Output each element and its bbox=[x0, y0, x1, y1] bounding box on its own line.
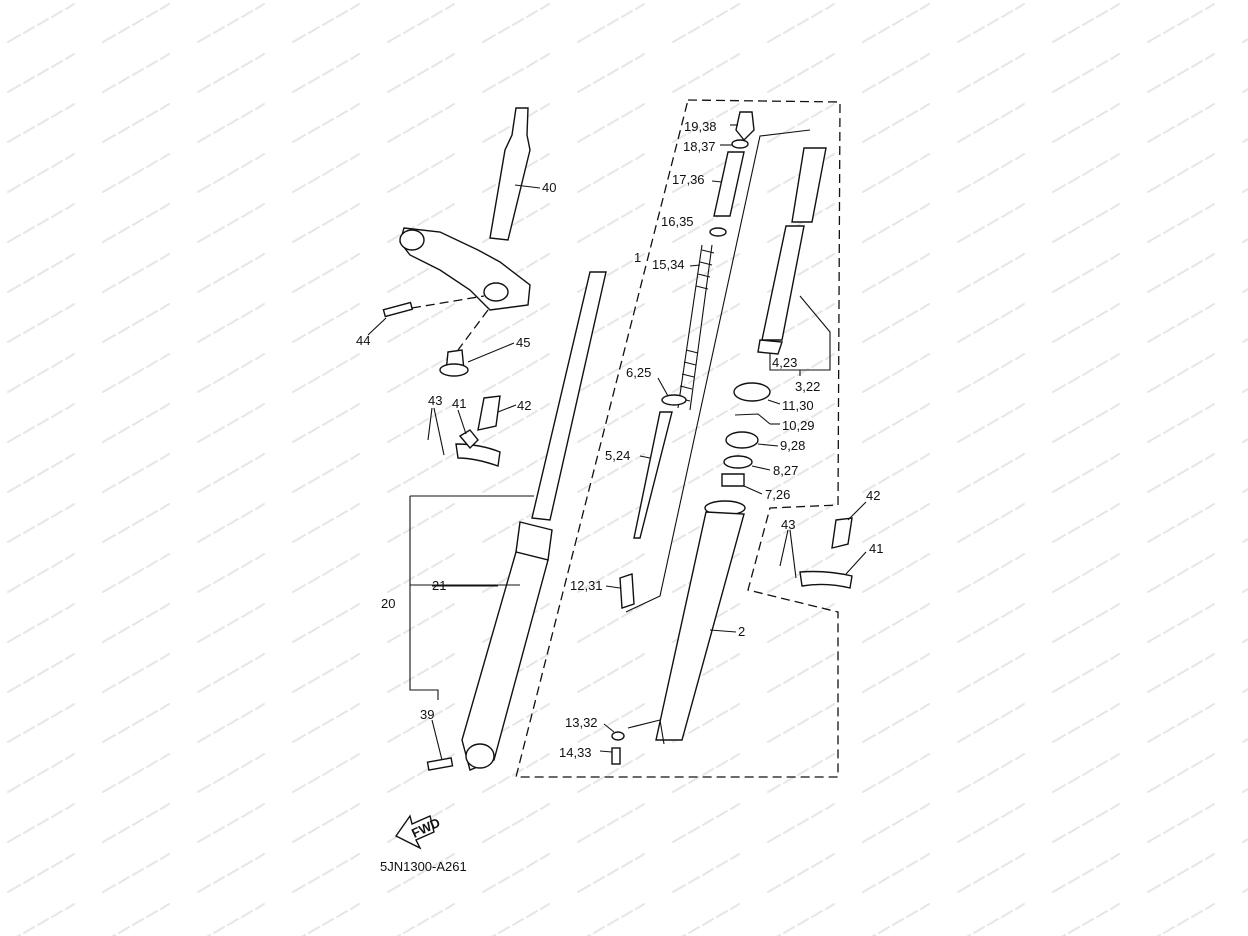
label-9-28: 9,28 bbox=[780, 438, 805, 453]
damper-rod-part-5 bbox=[633, 411, 673, 539]
assembly-boundary-1 bbox=[515, 99, 841, 778]
leader-7 bbox=[743, 485, 763, 495]
fork-left-part-20 bbox=[409, 271, 607, 771]
part-labels: 40 44 45 43 41 42 19,38 18,37 17,36 16,3… bbox=[356, 119, 883, 874]
washer-part-16 bbox=[709, 227, 727, 237]
piece-part-12 bbox=[619, 573, 635, 609]
label-6-25: 6,25 bbox=[626, 365, 651, 380]
label-16-35: 16,35 bbox=[661, 214, 694, 229]
label-20: 20 bbox=[381, 596, 395, 611]
label-15-34: 15,34 bbox=[652, 257, 685, 272]
label-43-right: 43 bbox=[781, 517, 795, 532]
label-11-30: 11,30 bbox=[782, 398, 814, 413]
o-ring-part-18 bbox=[731, 139, 749, 149]
label-13-32: 13,32 bbox=[565, 715, 598, 730]
bushing-part-7 bbox=[721, 473, 745, 487]
ring-part-6 bbox=[661, 394, 687, 406]
leader-9 bbox=[757, 443, 779, 447]
label-40: 40 bbox=[542, 180, 556, 195]
label-4-23: 4,23 bbox=[772, 355, 797, 370]
cap-bolt-part-19 bbox=[730, 111, 755, 142]
washer-part-8 bbox=[723, 455, 753, 469]
outer-tube-part-2 bbox=[655, 500, 746, 741]
reflector-bracket-right bbox=[779, 501, 867, 589]
label-10-29: 10,29 bbox=[782, 418, 815, 433]
label-18-37: 18,37 bbox=[683, 139, 716, 154]
dust-seal-part-11 bbox=[733, 382, 771, 402]
leader-8 bbox=[751, 465, 771, 471]
bolt-part-13-14 bbox=[599, 719, 665, 765]
steering-stem-part-40 bbox=[399, 107, 541, 311]
label-19-38: 19,38 bbox=[684, 119, 717, 134]
label-3-22: 3,22 bbox=[795, 379, 820, 394]
leader-17 bbox=[711, 180, 723, 183]
bolt-part-44 bbox=[367, 295, 485, 336]
outer-tube-bracket bbox=[625, 129, 811, 613]
label-42-left: 42 bbox=[517, 398, 531, 413]
leader-6 bbox=[657, 377, 669, 397]
collar-part-45 bbox=[439, 309, 515, 377]
label-21: 21 bbox=[432, 578, 446, 593]
label-44: 44 bbox=[356, 333, 370, 348]
label-2: 2 bbox=[738, 624, 745, 639]
label-41-left: 41 bbox=[452, 396, 466, 411]
label-7-26: 7,26 bbox=[765, 487, 790, 502]
label-41-right: 41 bbox=[869, 541, 883, 556]
label-5-24: 5,24 bbox=[605, 448, 630, 463]
reflector-bracket-left bbox=[427, 395, 517, 467]
spacer-part-17 bbox=[713, 151, 745, 217]
label-42-right: 42 bbox=[866, 488, 880, 503]
label-1: 1 bbox=[634, 250, 641, 265]
label-45: 45 bbox=[516, 335, 530, 350]
label-12-31: 12,31 bbox=[570, 578, 603, 593]
oil-seal-part-9 bbox=[725, 431, 759, 449]
tube-upper-part-3 bbox=[791, 147, 827, 223]
bracket-3-22 bbox=[769, 295, 831, 376]
label-17-36: 17,36 bbox=[672, 172, 705, 187]
clip-part-10 bbox=[734, 413, 771, 425]
leader-5 bbox=[639, 455, 651, 459]
bushing-part-4 bbox=[757, 339, 783, 355]
diagram-code: 5JN1300-A261 bbox=[380, 859, 467, 874]
leader-12 bbox=[605, 585, 621, 589]
label-14-33: 14,33 bbox=[559, 745, 592, 760]
label-39: 39 bbox=[420, 707, 434, 722]
label-8-27: 8,27 bbox=[773, 463, 798, 478]
inner-tube-part-4 bbox=[761, 225, 805, 341]
leader-11 bbox=[767, 399, 781, 405]
label-43-left: 43 bbox=[428, 393, 442, 408]
